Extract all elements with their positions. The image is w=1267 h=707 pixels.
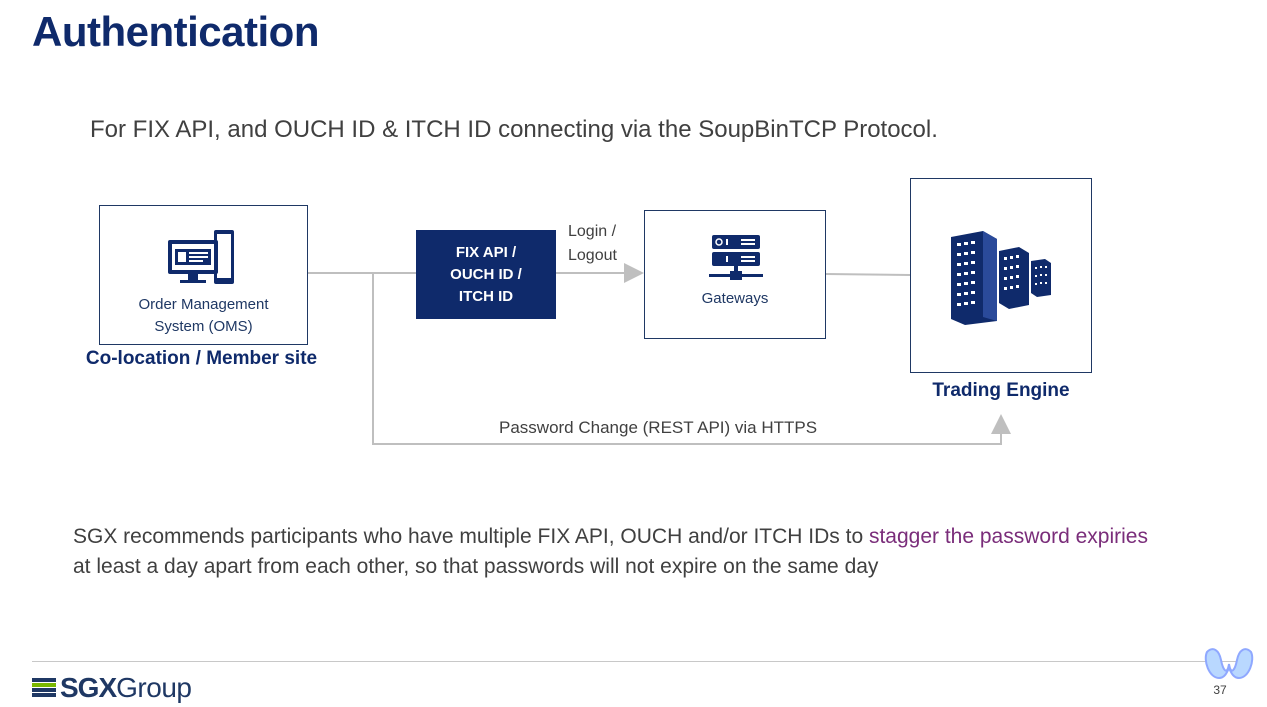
- slide-title: Authentication: [32, 8, 319, 55]
- trading-engine-box: [910, 178, 1092, 373]
- server-icon: [709, 235, 763, 280]
- fix-box-line2: OUCH ID /: [450, 265, 522, 283]
- gateways-label: Gateways: [701, 290, 769, 307]
- sgx-stripes-icon: [32, 678, 56, 697]
- login-label-line1: Login /: [568, 223, 617, 240]
- password-change-arrow: [372, 273, 1011, 445]
- note-highlight: stagger the password expiries: [868, 525, 1148, 548]
- gateways-box: [644, 210, 826, 339]
- slide-subtitle: For FIX API, and OUCH ID & ITCH ID conne…: [90, 116, 938, 143]
- oms-box: [99, 205, 308, 345]
- page-number: 37: [1213, 683, 1227, 697]
- trading-engine-label: Trading Engine: [932, 380, 1070, 401]
- oms-label-line1: Order Management: [138, 296, 269, 313]
- logo-text-group: Group: [116, 672, 192, 703]
- fix-api-box: FIX API / OUCH ID / ITCH ID: [416, 230, 556, 319]
- buildings-icon: [951, 231, 1051, 325]
- recommendation-note: SGX recommends participants who have mul…: [73, 522, 1153, 582]
- oms-label: Order Management System (OMS): [99, 294, 308, 338]
- login-logout-label: Login / Logout: [568, 220, 617, 268]
- computer-icon: [168, 230, 234, 284]
- webex-icon: [1204, 648, 1254, 680]
- fix-box-line1: FIX API /: [455, 243, 517, 261]
- note-part1: SGX recommends participants who have mul…: [73, 525, 869, 548]
- note-part2: at least a day apart from each other, so…: [73, 555, 879, 578]
- oms-label-line2: System (OMS): [154, 318, 253, 335]
- password-change-label: Password Change (REST API) via HTTPS: [499, 418, 818, 437]
- colocation-label: Co-location / Member site: [85, 348, 318, 369]
- footer-divider: [32, 661, 1248, 662]
- fix-box-line3: ITCH ID: [458, 287, 514, 305]
- gateway-to-engine-line: [825, 273, 911, 276]
- login-label-line2: Logout: [568, 247, 617, 264]
- logo-text-sgx: SGX: [60, 672, 117, 703]
